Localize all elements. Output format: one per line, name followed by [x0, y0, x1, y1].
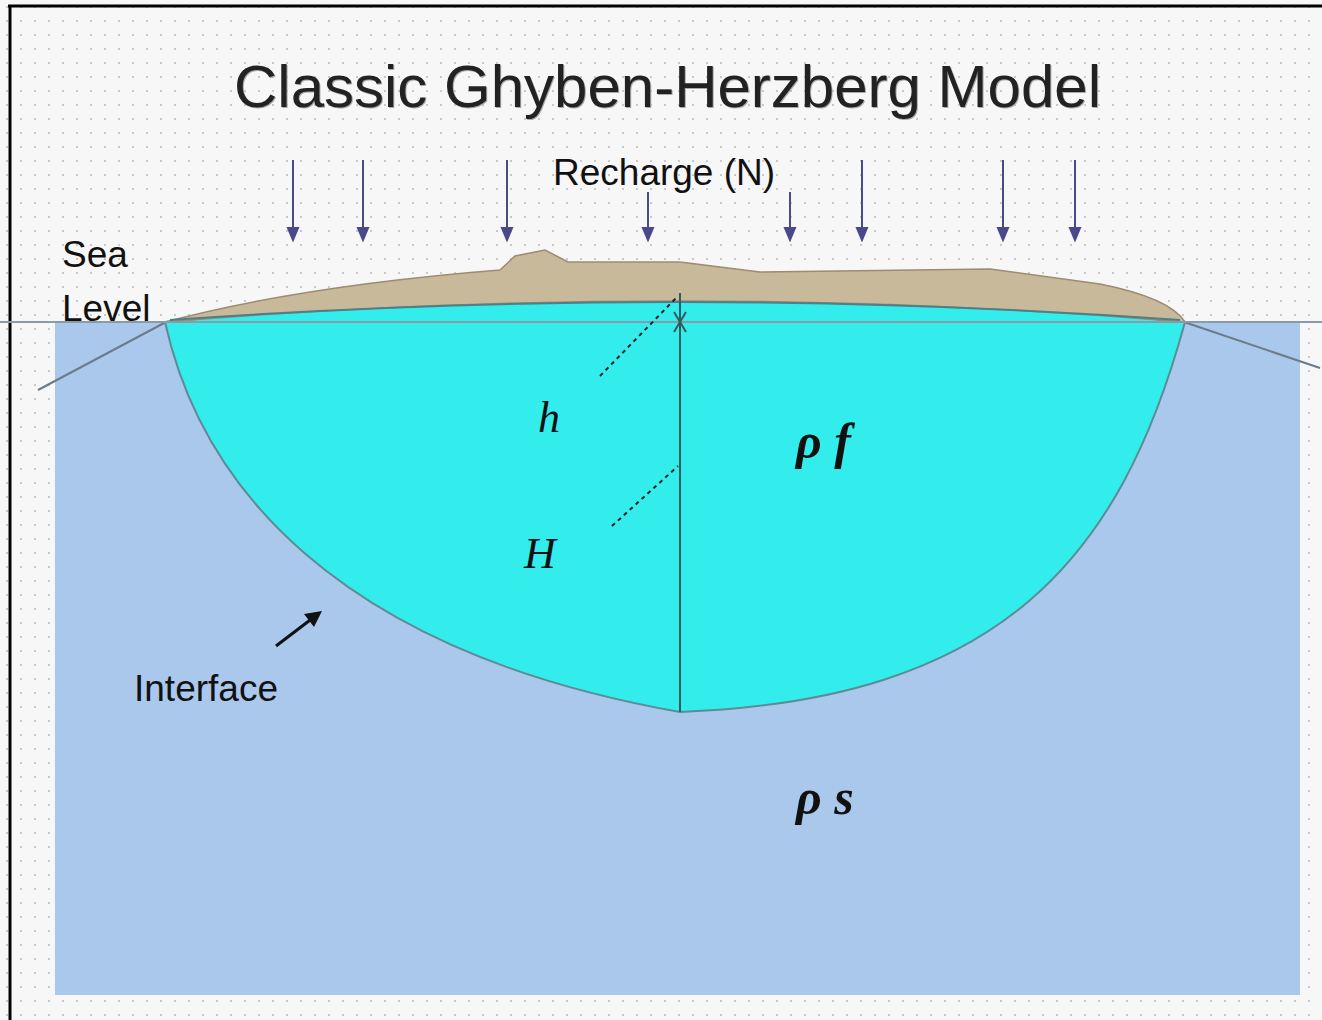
frame-line: [9, 6, 12, 1020]
tick-arrows: [674, 312, 686, 332]
h-leader: [600, 296, 678, 376]
head-symbol: h: [538, 392, 560, 443]
water-table: [170, 302, 1180, 320]
density-symbol: ρ f: [796, 412, 851, 470]
freshwater-lens: [165, 296, 1185, 712]
sea-level-label: Sea Level: [62, 228, 172, 336]
seafloor-line: [1184, 322, 1320, 368]
thickness-line: [679, 293, 681, 712]
interface-arrowhead: [304, 611, 322, 627]
sea-level-line: [0, 321, 1322, 323]
land-surface: [165, 250, 1185, 322]
frame-line: [8, 5, 1322, 8]
diagram-title: Classic Ghyben-Herzberg Model: [234, 52, 1101, 121]
h-leader: [612, 466, 678, 526]
interface-label: Interface: [134, 668, 278, 710]
depth-symbol: H: [524, 528, 556, 579]
seafloor-line: [38, 322, 166, 390]
density-symbol: ρ s: [796, 768, 854, 826]
recharge-label: Recharge (N): [553, 152, 775, 194]
